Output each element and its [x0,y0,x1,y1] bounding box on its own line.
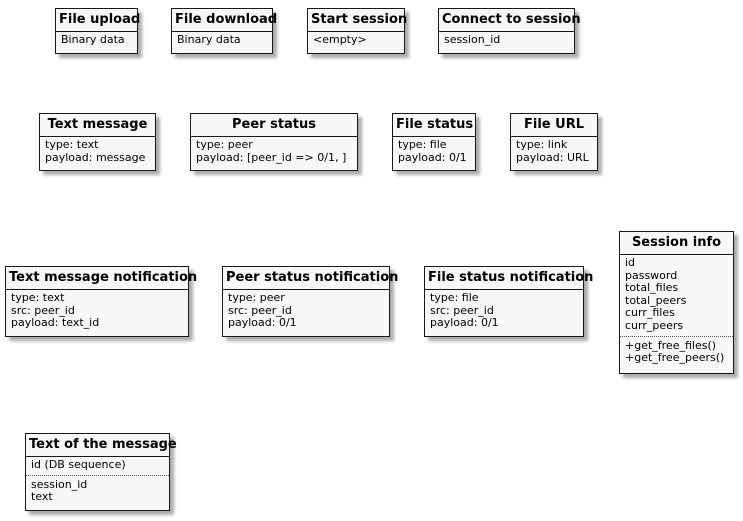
start-session-box: Start session <empty> [307,8,407,54]
box-field: payload: [peer_id => 0/1, ] [196,150,347,164]
box-title: File status [393,114,475,137]
file-status-box: File status type: file payload: 0/1 [392,113,476,171]
box-title: File download [172,9,277,32]
text-message-box: Text message type: text payload: message [39,113,156,171]
box-field: Binary data [61,33,125,46]
box-fields: type: link payload: URL [511,137,597,167]
box-method: +get_free_peers() [625,351,725,365]
box-fields: session_id [439,32,574,50]
session-info-box: Session info id password total_files tot… [619,231,734,374]
box-field: payload: text_id [11,316,100,330]
box-field: payload: 0/1 [228,316,297,330]
box-field: curr_peers [625,318,684,332]
box-fields: type: text src: peer_id payload: text_id [6,290,188,333]
box-fields: type: peer payload: [peer_id => 0/1, ] [191,137,357,167]
box-fields: Binary data [56,32,137,50]
box-field: id [625,256,636,269]
peer-status-notification-box: Peer status notification type: peer src:… [222,266,398,337]
box-field: type: file [430,291,479,304]
box-fields: type: file payload: 0/1 [393,137,475,167]
box-title: Text message [40,114,155,137]
box-title: Start session [308,9,407,32]
dotted-divider [620,335,733,337]
box-field: src: peer_id [430,303,494,317]
box-fields: id (DB sequence) session_id text [26,457,169,507]
box-title: Text message notification [6,267,197,290]
box-field: total_files [625,281,679,295]
file-status-notification-box: File status notification type: file src:… [424,266,593,337]
box-field: src: peer_id [11,303,75,317]
box-fields: type: text payload: message [40,137,155,167]
box-fields: type: file src: peer_id payload: 0/1 [425,290,583,333]
box-field: type: link [516,138,568,151]
box-fields: type: peer src: peer_id payload: 0/1 [223,290,389,333]
box-field: total_peers [625,293,687,307]
box-field: session_id [444,33,501,46]
box-title: Connect to session [439,9,581,32]
box-field: payload: 0/1 [398,150,467,164]
box-method: +get_free_files() [625,338,717,352]
box-title: Text of the message [26,434,177,457]
box-field: curr_files [625,306,675,320]
box-field: payload: message [45,150,146,164]
file-upload-box: File upload Binary data [55,8,140,54]
box-fields: id password total_files total_peers curr… [620,255,733,368]
box-title: Peer status notification [223,267,398,290]
box-title: Peer status [191,114,357,137]
box-fields: Binary data [172,32,272,50]
connect-session-box: Connect to session session_id [438,8,581,54]
box-field: type: peer [196,138,253,151]
box-title: File status notification [425,267,593,290]
text-of-message-box: Text of the message id (DB sequence) ses… [25,433,177,511]
file-download-box: File download Binary data [171,8,277,54]
box-field: session_id [31,477,88,491]
box-field: payload: 0/1 [430,316,499,330]
box-field: type: file [398,138,447,151]
file-url-box: File URL type: link payload: URL [510,113,598,171]
box-field: src: peer_id [228,303,292,317]
box-field: text [31,490,53,504]
box-field: Binary data [177,33,241,46]
box-field: type: peer [228,291,285,304]
box-field: type: text [45,138,99,151]
box-key-field: id (DB sequence) [31,458,126,471]
peer-status-box: Peer status type: peer payload: [peer_id… [190,113,358,171]
box-field: payload: URL [516,150,589,164]
text-message-notification-box: Text message notification type: text src… [5,266,197,337]
dotted-divider [26,474,169,476]
box-title: File upload [56,9,140,32]
box-title: Session info [620,232,733,255]
box-field: password [625,268,678,282]
box-fields: <empty> [308,32,404,50]
box-field: type: text [11,291,65,304]
box-title: File URL [511,114,597,137]
box-field: <empty> [313,33,367,46]
